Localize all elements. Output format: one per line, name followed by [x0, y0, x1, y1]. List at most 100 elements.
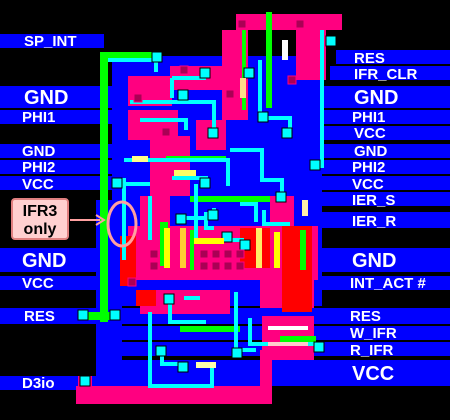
diff-bot-3	[180, 326, 240, 332]
callout-box	[11, 198, 69, 240]
label-ifr-clr: IFR_CLR	[354, 66, 418, 83]
label-gnd: GND	[352, 250, 396, 272]
contact	[111, 177, 123, 189]
label-vcc: VCC	[22, 176, 54, 193]
label-w-ifr: W_IFR	[350, 325, 397, 342]
grid-cell	[295, 19, 305, 29]
bus-d3io	[0, 376, 100, 390]
grid-cell	[223, 261, 233, 271]
diff-left-top	[100, 52, 156, 60]
gate	[302, 200, 308, 216]
diff-left-vert	[100, 52, 108, 322]
label-ier-s: IER_S	[352, 192, 395, 209]
contact	[151, 51, 163, 63]
right-labels: RES IFR_CLR GND PHI1 VCC GND PHI2 VCC IE…	[350, 50, 427, 385]
label-gnd: GND	[24, 87, 68, 109]
label-phi2: PHI2	[352, 159, 385, 176]
grid-cell	[237, 19, 247, 29]
contact	[243, 67, 255, 79]
poly-layer	[120, 226, 312, 312]
label-res: RES	[354, 50, 385, 67]
label-r-ifr: R_IFR	[350, 342, 394, 359]
diff-core-2	[190, 230, 194, 270]
gate	[240, 78, 246, 98]
contact	[281, 127, 293, 139]
m2-d3io-vert	[260, 350, 272, 404]
wire-10	[230, 148, 284, 198]
gate	[274, 232, 280, 268]
grid-cell	[235, 261, 245, 271]
label-sp-int: SP_INT	[24, 33, 77, 50]
grid-cell	[149, 249, 159, 259]
label-gnd: GND	[354, 87, 398, 109]
gate	[194, 238, 224, 244]
wire-22	[204, 212, 214, 230]
diff-core-3	[300, 230, 306, 270]
grid-cell	[127, 277, 137, 287]
contact	[177, 89, 189, 101]
label-vcc: VCC	[352, 363, 394, 385]
label-vcc: VCC	[22, 275, 54, 292]
contact	[175, 213, 187, 225]
wire-15	[262, 210, 290, 226]
diff-row-2	[190, 196, 270, 202]
poly-low	[136, 290, 156, 306]
contact	[155, 345, 167, 357]
arrow-right-icon	[70, 214, 106, 226]
callout-line1: IFR3	[23, 203, 58, 220]
gate	[180, 228, 186, 268]
wire-7	[124, 158, 230, 186]
grid-cell	[225, 89, 235, 99]
contact	[199, 67, 211, 79]
label-res: RES	[350, 308, 381, 325]
contact	[207, 209, 219, 221]
gate	[256, 228, 262, 268]
bus-sp-int	[0, 34, 104, 48]
grid-cell	[199, 249, 209, 259]
contact	[77, 309, 89, 321]
grid-cell	[149, 261, 159, 271]
contact	[207, 127, 219, 139]
gate	[164, 228, 170, 268]
contact	[109, 309, 121, 321]
label-gnd: GND	[22, 250, 66, 272]
gate	[132, 156, 148, 162]
diff-bot-2	[280, 336, 316, 344]
grid-cell	[287, 75, 297, 85]
diff-bot-1	[80, 312, 120, 320]
gate	[282, 40, 288, 60]
contact	[79, 375, 91, 387]
label-phi1: PHI1	[352, 109, 385, 126]
label-d3io: D3io	[22, 375, 55, 392]
grid-cell	[133, 93, 143, 103]
wire-5	[258, 60, 292, 134]
wire-14	[240, 202, 258, 222]
callout-line2: only	[24, 221, 57, 238]
contacts	[77, 35, 337, 387]
left-labels: SP_INT GND PHI1 GND PHI2 VCC GND VCC RES…	[22, 33, 77, 392]
core-grid	[127, 19, 305, 287]
m2-mid-strip	[150, 136, 190, 196]
label-res: RES	[24, 308, 55, 325]
label-gnd: GND	[354, 143, 388, 160]
bus-ifr-clr	[330, 66, 450, 80]
label-ier-r: IER_R	[352, 213, 396, 230]
wire-4	[140, 118, 188, 130]
grid-cell	[199, 261, 209, 271]
wire-3	[130, 100, 216, 134]
contact	[221, 231, 233, 243]
grid-cell	[223, 249, 233, 259]
poly-big	[282, 226, 312, 312]
grid-cell	[211, 249, 221, 259]
label-int-act: INT_ACT #	[350, 275, 427, 292]
bus-ier-s	[290, 192, 450, 206]
wire-17	[148, 312, 214, 388]
contact	[325, 35, 337, 47]
contact	[177, 361, 189, 373]
m2-d3io-run	[76, 386, 270, 404]
grid-cell	[235, 249, 245, 259]
grid-cell	[161, 127, 171, 137]
gate	[196, 362, 216, 368]
label-vcc: VCC	[354, 125, 386, 142]
